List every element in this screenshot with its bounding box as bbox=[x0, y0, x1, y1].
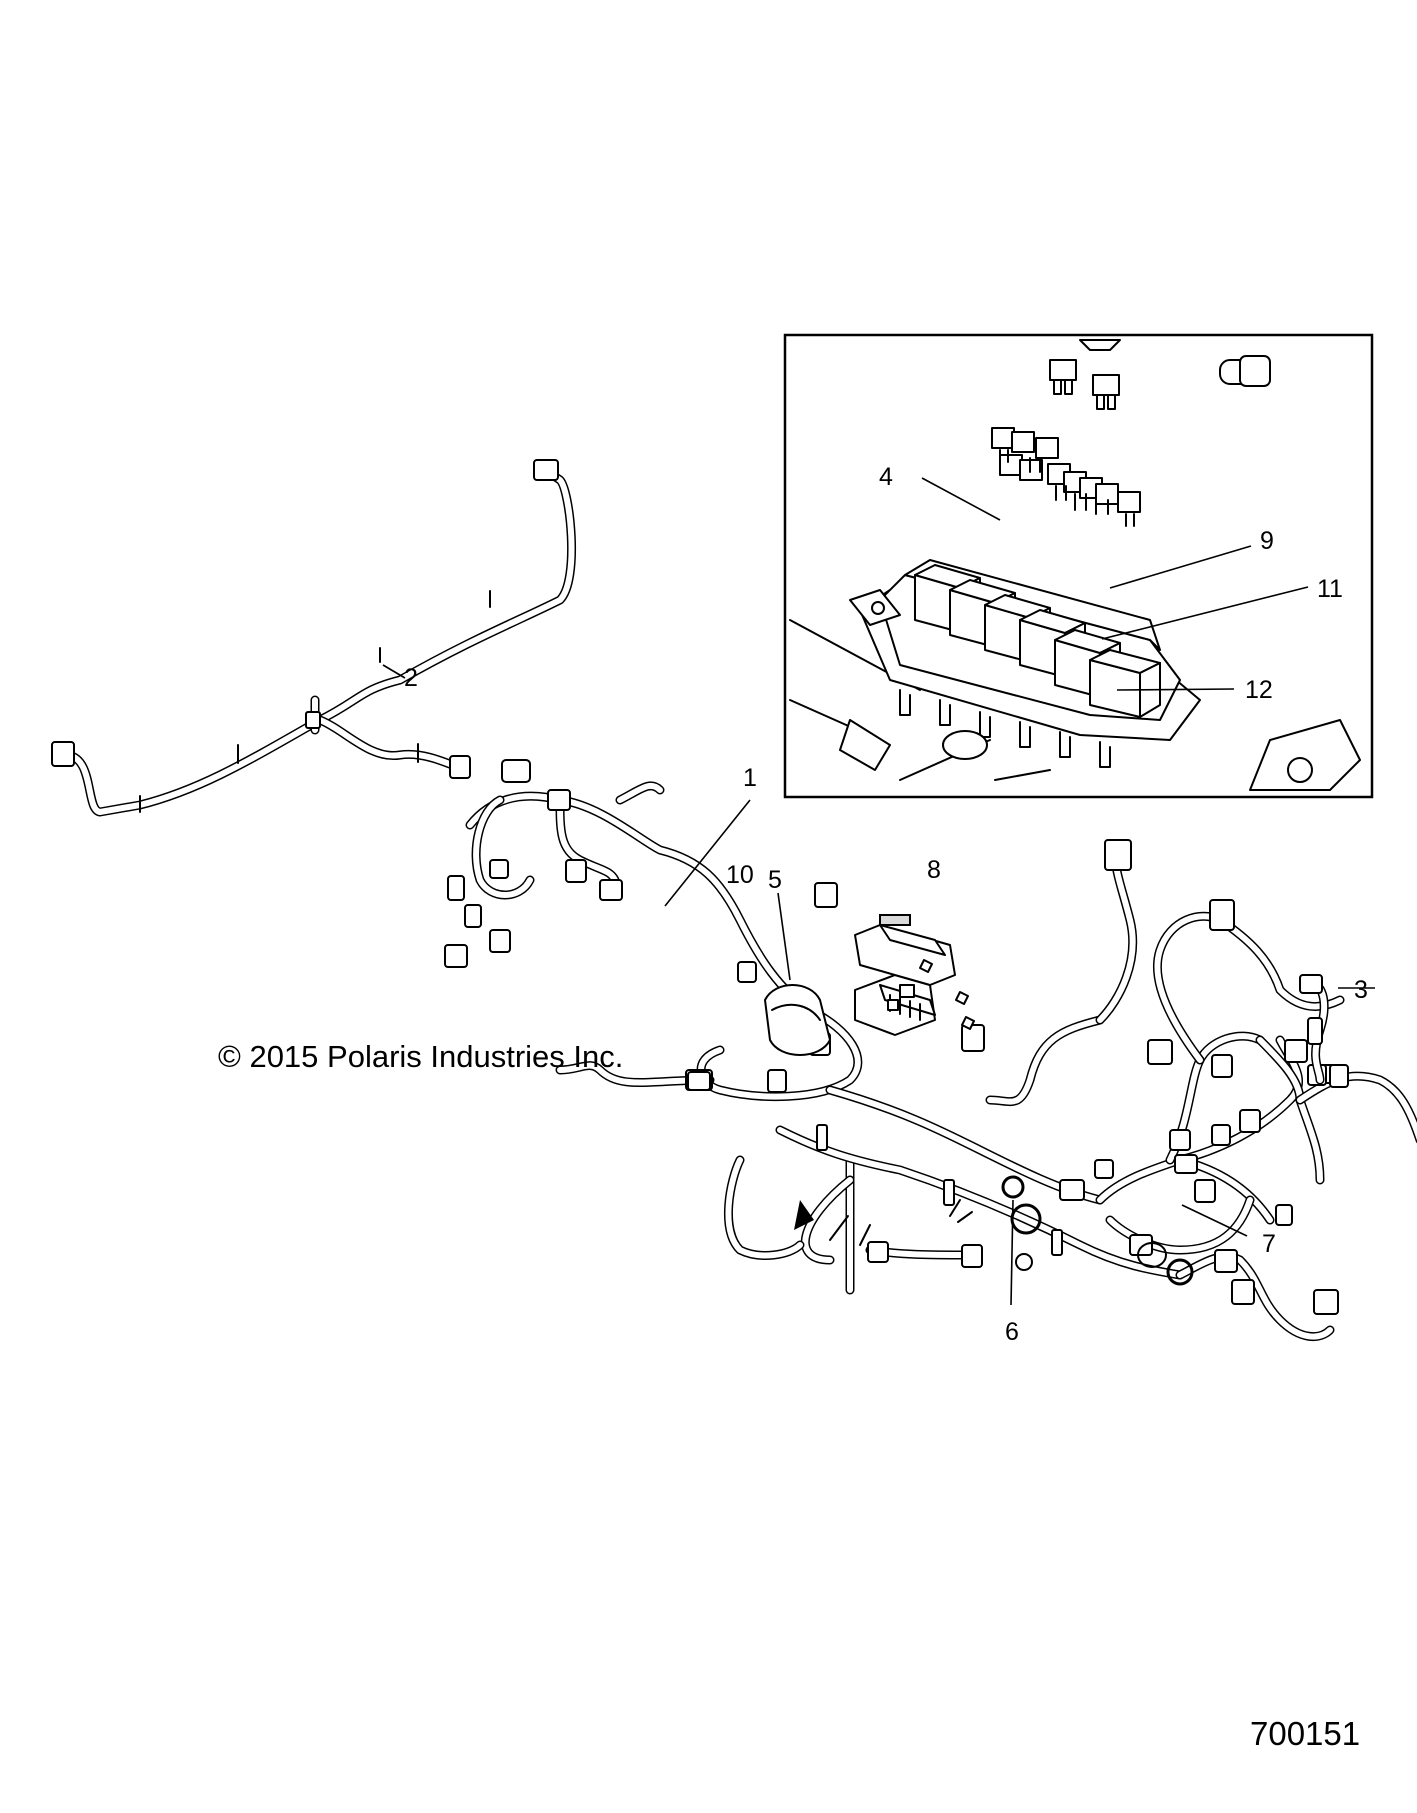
rear-harness bbox=[51, 459, 577, 817]
callout-5: 5 bbox=[768, 866, 782, 894]
callout-12: 12 bbox=[1245, 676, 1273, 704]
main-harness bbox=[444, 759, 1417, 1342]
callout-9: 9 bbox=[1260, 527, 1274, 555]
callout-7: 7 bbox=[1262, 1230, 1276, 1258]
callout-3: 3 bbox=[1354, 976, 1368, 1004]
callout-11: 11 bbox=[1317, 575, 1343, 603]
copyright-text: © 2015 Polaris Industries Inc. bbox=[218, 1039, 623, 1074]
grommet bbox=[764, 984, 831, 1056]
figure-number: 700151 bbox=[1250, 1715, 1360, 1752]
relay-box-lid bbox=[854, 914, 956, 1011]
callout-6: 6 bbox=[1005, 1318, 1019, 1346]
callout-8: 8 bbox=[927, 856, 941, 884]
callout-labels: 1 2 3 4 5 6 7 8 9 10 11 12 bbox=[404, 463, 1368, 1346]
callout-1: 1 bbox=[743, 764, 757, 792]
fuse-loose-1 bbox=[1049, 359, 1077, 395]
fuse-loose-2 bbox=[1092, 374, 1120, 410]
callout-2: 2 bbox=[404, 664, 418, 692]
leader-lines bbox=[382, 477, 1375, 1306]
callout-4: 4 bbox=[879, 463, 893, 491]
relays bbox=[914, 564, 1161, 718]
callout-10: 10 bbox=[726, 861, 754, 889]
inset-detail-fuse-box bbox=[783, 333, 1374, 799]
fuse-row bbox=[991, 427, 1141, 527]
